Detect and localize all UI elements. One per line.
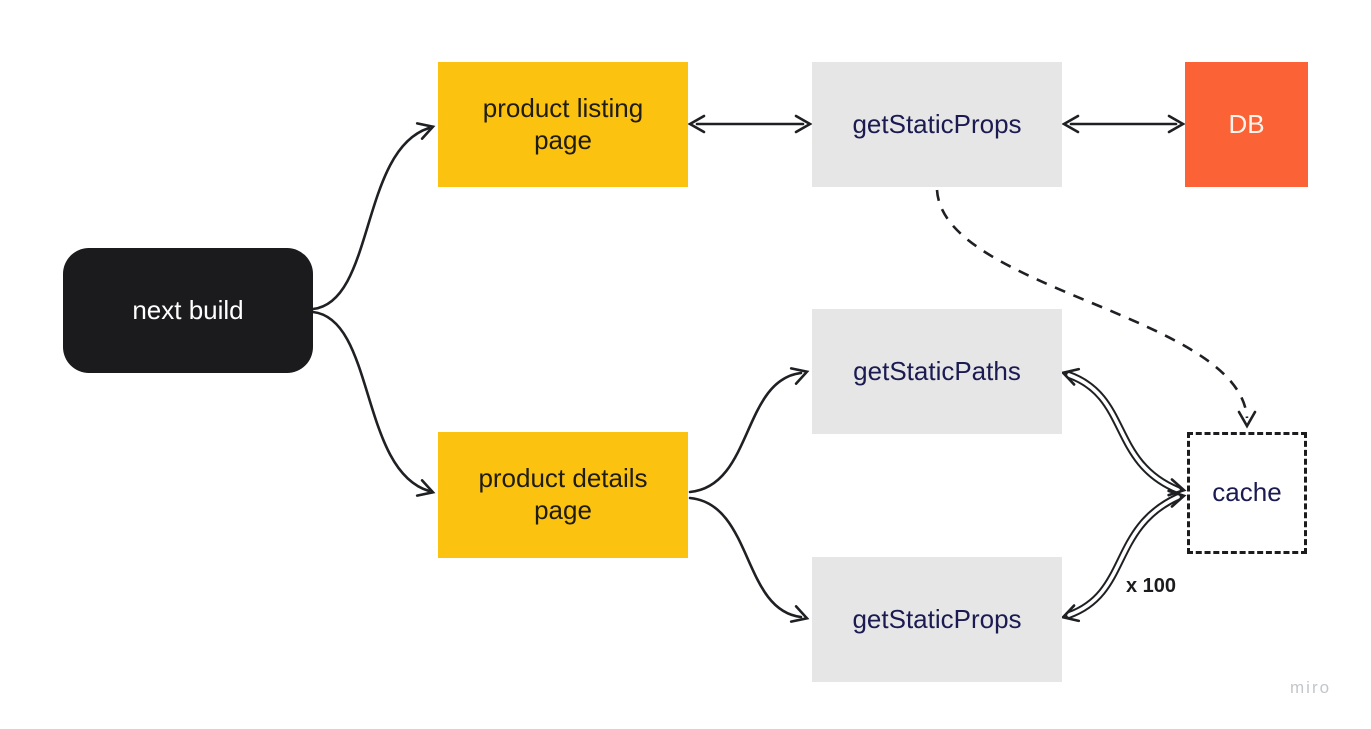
node-label: product listing page — [482, 92, 644, 155]
node-get-static-props-details[interactable]: getStaticProps — [812, 557, 1062, 682]
node-product-details-page[interactable]: product details page — [438, 432, 688, 558]
arrowhead — [1061, 114, 1080, 134]
arrowhead — [687, 114, 706, 134]
arrowhead — [789, 605, 810, 623]
arrowhead — [1167, 489, 1187, 508]
node-label: getStaticProps — [852, 108, 1022, 139]
node-next-build[interactable]: next build — [63, 248, 313, 373]
arrowhead — [794, 114, 813, 134]
miro-watermark[interactable]: miro — [1290, 678, 1332, 697]
connector-next-build-to-product-listing[interactable] — [311, 126, 431, 311]
node-label: next build — [132, 294, 244, 325]
arrowhead — [1237, 410, 1257, 429]
connector-product-details-to-get-static-props[interactable] — [688, 496, 803, 619]
connector-get-static-props-to-cache-dashed[interactable] — [935, 189, 1249, 419]
arrowhead — [415, 479, 436, 497]
multiplier-label: x 100 — [1126, 575, 1177, 597]
node-label: cache — [1212, 477, 1282, 508]
connector-get-static-props-details-cache-inner — [1067, 495, 1180, 617]
node-get-static-props-main[interactable]: getStaticProps — [812, 62, 1062, 187]
node-db[interactable]: DB — [1185, 62, 1308, 187]
node-label: getStaticPaths — [853, 355, 1021, 386]
node-label: product details page — [478, 463, 648, 525]
node-label: getStaticProps — [852, 603, 1022, 634]
node-get-static-paths[interactable]: getStaticPaths — [812, 309, 1062, 434]
arrowhead — [415, 122, 436, 140]
connector-product-details-to-get-static-paths[interactable] — [688, 371, 803, 494]
arrowhead — [1060, 604, 1081, 623]
node-cache[interactable]: cache — [1187, 432, 1307, 554]
arrowhead — [789, 367, 810, 385]
connector-next-build-to-product-details[interactable] — [311, 310, 431, 493]
node-label: DB — [1228, 108, 1265, 139]
arrowhead — [1167, 114, 1186, 134]
arrowhead — [1060, 367, 1081, 386]
node-product-listing-page[interactable]: product listing page — [438, 62, 688, 187]
connector-get-static-paths-cache-inner — [1067, 373, 1180, 492]
